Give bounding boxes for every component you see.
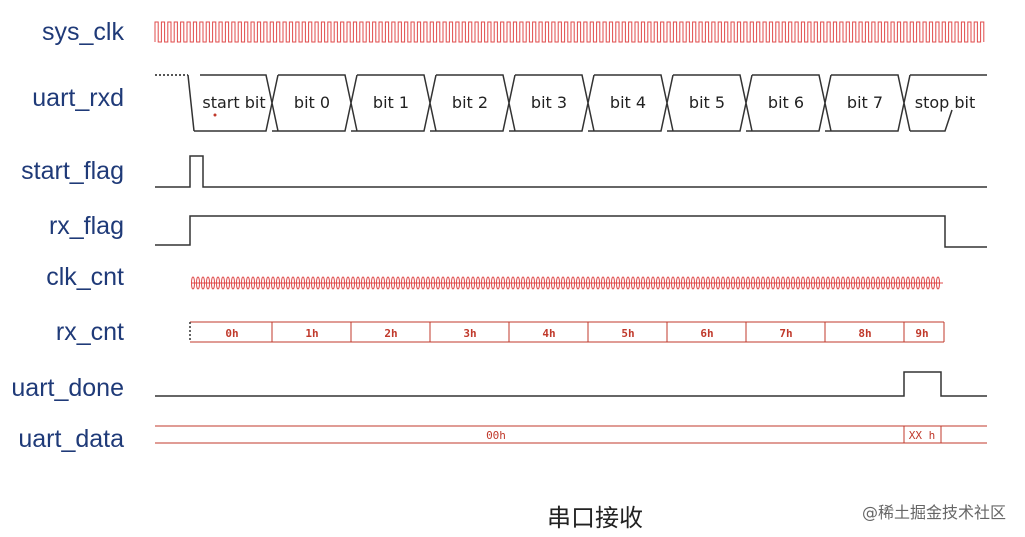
label-start-flag: start_flag (21, 157, 124, 185)
rx-cnt-value: 4h (542, 327, 555, 340)
uart-rxd-bit-labels: start bit bit 0 bit 1 bit 2 bit 3 bit 4 … (202, 93, 975, 112)
rx-cnt-dividers (271, 322, 945, 342)
label-uart-data: uart_data (18, 425, 124, 453)
rxd-bit-label: start bit (202, 93, 265, 112)
uart-data-value: XX h (909, 429, 936, 442)
rx-cnt-value: 8h (858, 327, 871, 340)
diagram-caption: 串口接收 (547, 504, 643, 532)
rx-cnt-value: 0h (225, 327, 238, 340)
rxd-bit-label: bit 6 (768, 93, 804, 112)
rxd-bit-label: stop bit (915, 93, 976, 112)
watermark-text: @稀土掘金技术社区 (862, 503, 1006, 522)
rx-cnt-value: 1h (305, 327, 318, 340)
uart-data-bus: 00h XX h (155, 425, 987, 444)
rx-cnt-value: 6h (700, 327, 713, 340)
start-flag-waveform (155, 155, 987, 188)
rx-cnt-value: 9h (915, 327, 928, 340)
rx-flag-waveform (155, 215, 987, 248)
rx-cnt-bus: 0h 1h 2h 3h 4h 5h 6h 7h 8h 9h (189, 321, 945, 343)
rxd-bit-label: bit 0 (294, 93, 330, 112)
uart-data-value: 00h (486, 429, 506, 442)
rxd-bit-label: bit 5 (689, 93, 725, 112)
label-rx-flag: rx_flag (49, 212, 124, 240)
rxd-bit-label: bit 2 (452, 93, 488, 112)
uart-rxd-waveform (187, 74, 987, 132)
rxd-bit-label: bit 3 (531, 93, 567, 112)
label-sys-clk: sys_clk (42, 18, 124, 46)
rx-cnt-value: 5h (621, 327, 634, 340)
clk-cnt-waveform (191, 276, 943, 290)
rx-cnt-value: 2h (384, 327, 397, 340)
rx-cnt-value: 3h (463, 327, 476, 340)
rxd-bit-label: bit 4 (610, 93, 646, 112)
rx-cnt-value: 7h (779, 327, 792, 340)
sys-clk-waveform (154, 21, 985, 43)
rxd-bit-label: bit 7 (847, 93, 883, 112)
label-uart-done: uart_done (11, 374, 124, 402)
label-uart-rxd: uart_rxd (32, 84, 124, 112)
rxd-bit-label: bit 1 (373, 93, 409, 112)
sample-point-marker (213, 113, 217, 117)
label-rx-cnt: rx_cnt (56, 318, 124, 346)
label-clk-cnt: clk_cnt (46, 263, 124, 291)
uart-done-waveform (155, 371, 987, 397)
